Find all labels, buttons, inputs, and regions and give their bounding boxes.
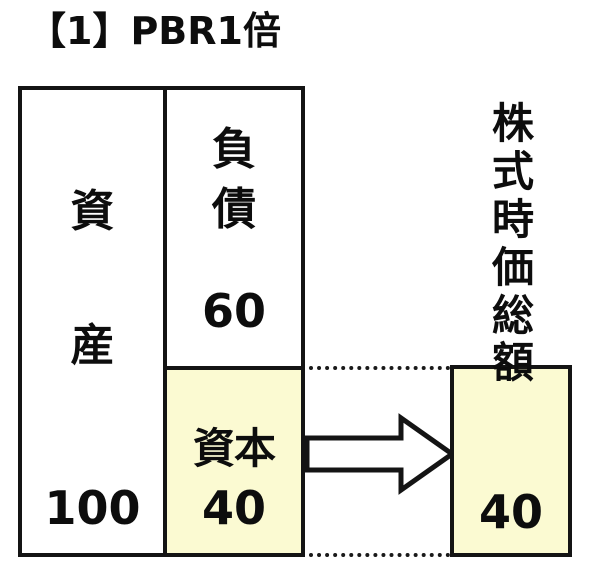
dotted-connector-bottom [309, 553, 450, 557]
market-cap-label-char-5: 総 [491, 290, 534, 340]
capital-label: 資本 [192, 424, 276, 473]
assets-label-char-1: 資 [70, 186, 115, 237]
market-cap-label-char-3: 時 [491, 194, 534, 244]
balance-sheet-diagram: 資 産 100 負 債 60 資本 40 [18, 86, 305, 557]
capital-cell: 資本 40 [167, 366, 301, 553]
market-cap-label-char-4: 価 [491, 242, 534, 292]
liabilities-cell: 負 債 60 [167, 90, 301, 366]
assets-cell: 資 産 100 [22, 90, 167, 553]
dotted-connector-top [309, 366, 450, 370]
market-cap-label: 株 式 時 価 総 額 [487, 100, 539, 387]
market-cap-label-char-1: 株 [491, 99, 534, 148]
page-title: 【1】PBR1倍 [28, 9, 281, 53]
market-cap-label-char-2: 式 [491, 146, 534, 196]
liabilities-label-char-2: 債 [212, 184, 256, 235]
capital-value: 40 [201, 481, 266, 535]
market-cap-value: 40 [478, 485, 543, 539]
liabilities-value: 60 [201, 284, 266, 338]
equals-arrow-icon [305, 413, 455, 495]
liabilities-label-char-1: 負 [212, 124, 256, 175]
liabilities-capital-column: 負 債 60 資本 40 [167, 90, 301, 553]
assets-value: 100 [44, 481, 141, 535]
assets-label: 資 産 [22, 190, 163, 368]
market-cap-box: 40 [450, 365, 572, 557]
liabilities-label: 負 債 [167, 128, 301, 232]
assets-label-char-2: 産 [70, 320, 115, 371]
